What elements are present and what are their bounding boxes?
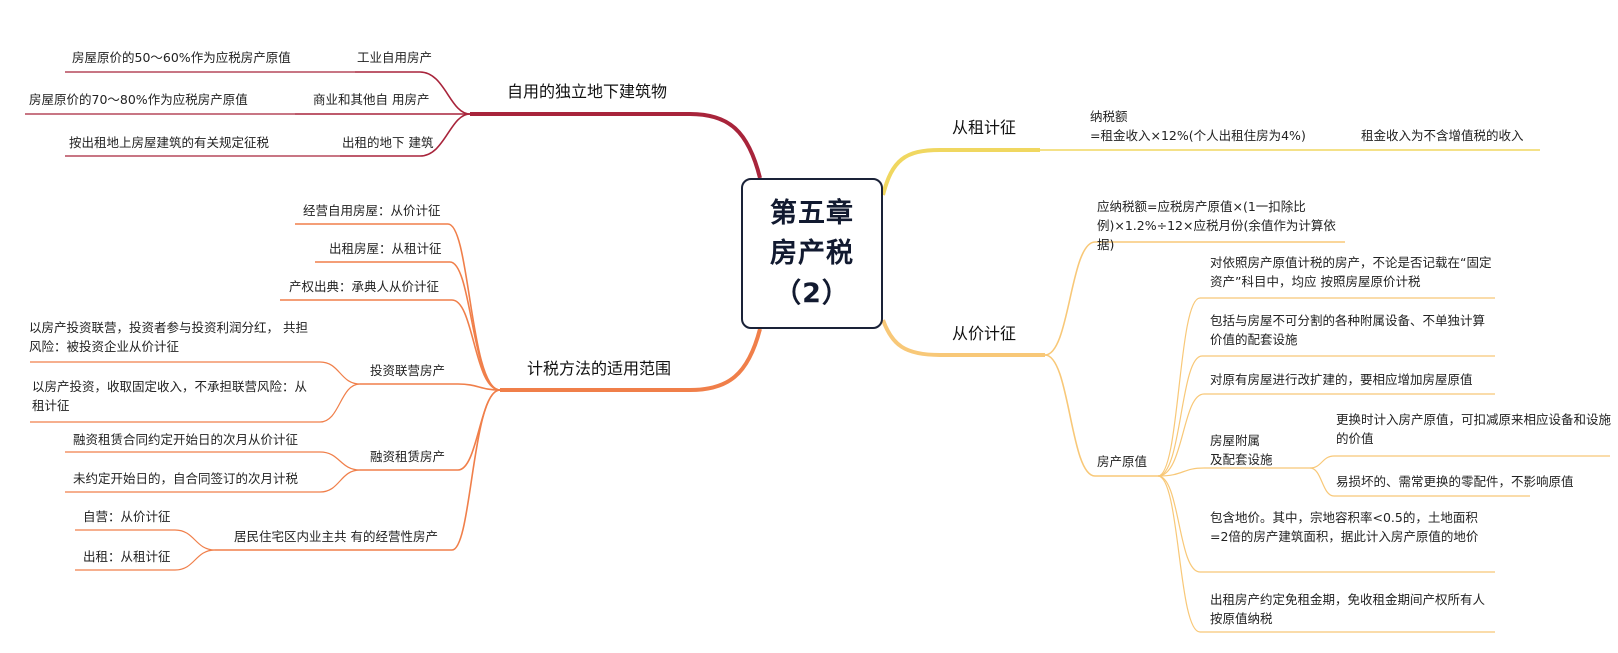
subtopic-commercial[interactable]: 商业和其他自 用房产 <box>313 92 430 107</box>
leaf-lease-1 <box>65 451 361 471</box>
attach-detail-2[interactable]: 易损坏的、需常更换的零配件，不影响原值 <box>1336 474 1574 489</box>
branch-value-formula <box>1044 241 1345 356</box>
subtopic-original-value[interactable]: 房产原值 <box>1097 454 1148 469</box>
topic-rent-based[interactable]: 从租计征 <box>952 118 1017 137</box>
original-value-item-6[interactable]: 出租房产约定免租金期，免收租金期间产权所有人按原值纳税 <box>1210 592 1486 626</box>
subtopic-operate-self[interactable]: 经营自用房屋：从价计征 <box>303 203 441 218</box>
detail-commercial[interactable]: 房屋原价的70～80%作为应税房产原值 <box>29 92 248 107</box>
detail-lease-1[interactable]: 融资租赁合同约定开始日的次月从价计征 <box>73 432 299 447</box>
branch-scope-rent <box>315 261 501 391</box>
leaf-resident-2 <box>75 549 216 571</box>
subtopic-lease[interactable]: 融资租赁房产 <box>370 449 446 464</box>
leaf-attach-2 <box>1309 467 1530 497</box>
leaf-original-5 <box>1157 475 1495 573</box>
subtopic-industrial[interactable]: 工业自用房产 <box>357 50 433 65</box>
leaf-invest-1 <box>30 361 361 385</box>
rent-note[interactable]: 租金收入为不含增值税的收入 <box>1361 128 1524 143</box>
attach-label-line1[interactable]: 房屋附属 <box>1210 433 1261 448</box>
subtopic-rented-underground[interactable]: 出租的地下 建筑 <box>342 135 434 150</box>
original-value-item-2[interactable]: 包括与房屋不可分割的各种附属设备、不单独计算价值的配套设施 <box>1210 313 1486 347</box>
central-topic-line2: 房产税 <box>770 237 854 269</box>
subtopic-pledge[interactable]: 产权出典：承典人从价计征 <box>289 279 440 294</box>
leaf-resident-1 <box>75 529 216 551</box>
rent-formula-line2[interactable]: =租金收入×12%(个人出租住房为4%) <box>1090 128 1306 143</box>
leaf-original-attach <box>1157 467 1310 477</box>
leaf-original-3 <box>1157 393 1495 477</box>
branch-underground-rented <box>340 113 471 157</box>
branch-value-original <box>1044 354 1158 477</box>
leaf-lease-2 <box>65 469 361 493</box>
branch-main-rent <box>881 148 1040 196</box>
topic-underground[interactable]: 自用的独立地下建筑物 <box>507 82 668 101</box>
branch-main-underground <box>470 112 762 179</box>
central-topic-line3: （2） <box>774 277 850 309</box>
rent-formula-line1[interactable]: 纳税额 <box>1090 109 1128 124</box>
branch-underground-industrial <box>355 71 471 115</box>
central-topic-line1: 第五章 <box>770 197 854 229</box>
detail-invest-2[interactable]: 以房产投资，收取固定收入，不承担联营风险：从租计征 <box>32 379 308 413</box>
detail-resident-2[interactable]: 出租：从租计征 <box>83 549 171 564</box>
detail-rented-underground[interactable]: 按出租地上房屋建筑的有关规定征税 <box>69 135 270 150</box>
leaf-original-2 <box>1157 355 1495 477</box>
subtopic-invest[interactable]: 投资联营房产 <box>370 363 446 378</box>
branch-scope-resident <box>215 389 501 551</box>
topic-value-based[interactable]: 从价计征 <box>952 324 1017 343</box>
original-value-item-3[interactable]: 对原有房屋进行改扩建的，要相应增加房屋原值 <box>1210 372 1473 387</box>
subtopic-resident[interactable]: 居民住宅区内业主共 有的经营性房产 <box>234 529 438 544</box>
leaf-invest-2 <box>30 383 361 423</box>
original-value-item-5[interactable]: 包含地价。其中，宗地容积率<0.5的，土地面积=2倍的房产建筑面积，据此计入房产… <box>1210 510 1479 544</box>
leaf-original-1 <box>1157 297 1495 477</box>
branch-scope-pledge <box>280 299 501 391</box>
attach-label-line2[interactable]: 及配套设施 <box>1210 452 1273 467</box>
detail-invest-1[interactable]: 以房产投资联营，投资者参与投资利润分红， 共担风险：被投资企业从价计征 <box>29 320 308 354</box>
attach-detail-1[interactable]: 更换时计入房产原值，可扣减原来相应设备和设施的价值 <box>1336 412 1612 446</box>
topic-scope[interactable]: 计税方法的适用范围 <box>527 359 672 378</box>
detail-lease-2[interactable]: 未约定开始日的，自合同签订的次月计税 <box>73 471 299 486</box>
branch-main-scope <box>500 328 762 392</box>
subtopic-rent-house[interactable]: 出租房屋：从租计征 <box>329 241 442 256</box>
original-value-item-1[interactable]: 对依照房产原值计税的房产，不论是否记载在“固定资产”科目中，均应 按照房屋原价计… <box>1210 255 1492 289</box>
detail-resident-1[interactable]: 自营：从价计征 <box>83 509 171 524</box>
leaf-original-6 <box>1157 475 1495 633</box>
value-formula[interactable]: 应纳税额=应税房产原值×(1一扣除比例)×1.2%÷12×应税月份(余值作为计算… <box>1097 199 1336 252</box>
branch-main-value <box>881 319 1045 357</box>
leaf-attach-1 <box>1309 455 1610 469</box>
central-topic[interactable]: 第五章 房产税 （2） <box>741 178 883 329</box>
detail-industrial[interactable]: 房屋原价的50～60%作为应税房产原值 <box>72 50 291 65</box>
branch-scope-invest <box>360 383 501 391</box>
